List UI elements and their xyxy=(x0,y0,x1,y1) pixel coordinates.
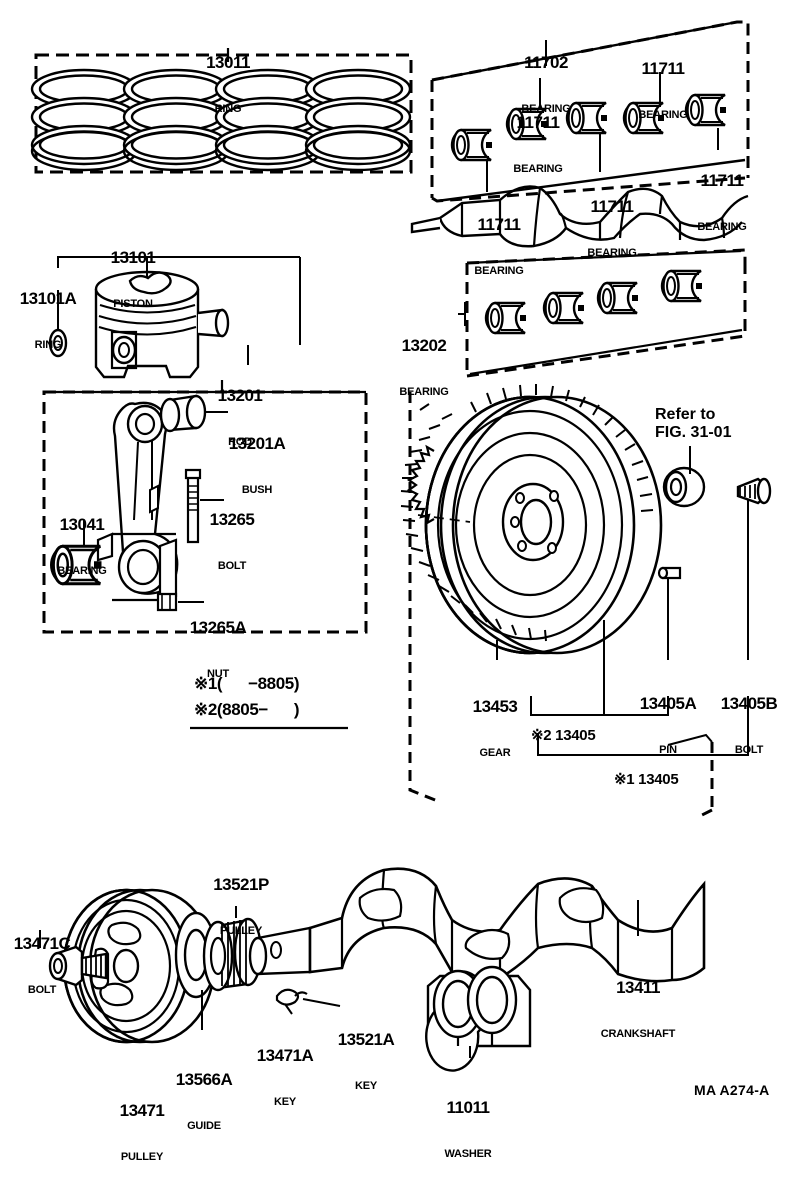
part-name: BOLT xyxy=(27,984,57,996)
part-number: 13453 xyxy=(472,697,518,716)
label-rod-bearing: 13041 BEARING xyxy=(57,484,107,593)
part-name: BEARING xyxy=(587,247,637,259)
label-ring-set: 13011 RING xyxy=(206,22,250,131)
part-number: 13101A xyxy=(19,289,77,308)
diagram-code: MA A274-A xyxy=(694,1082,770,1098)
part-number: 11711 xyxy=(477,215,521,234)
flywheel-group xyxy=(400,384,772,818)
label-key-13521a: 13521A KEY xyxy=(338,999,395,1108)
part-name: GEAR xyxy=(479,747,511,759)
label-rod-bolt: 13265 BOLT xyxy=(210,479,255,588)
refer-note: Refer to FIG. 31-01 xyxy=(655,406,732,442)
part-name: RING xyxy=(214,103,242,115)
part-number: 11711 xyxy=(590,197,634,216)
part-number: 11711 xyxy=(516,113,560,132)
part-name: WASHER xyxy=(444,1148,492,1160)
label-flywheel-pin: 13405A PIN xyxy=(640,663,697,772)
label-crank-pulley: 13471 PULLEY xyxy=(120,1070,165,1179)
part-number: 13265A xyxy=(189,618,247,637)
part-name: PIN xyxy=(659,744,677,756)
part-number: 13471 xyxy=(119,1101,165,1120)
label-bearing-11711-e: 11711 BEARING xyxy=(474,184,524,293)
part-number: 13521A xyxy=(337,1030,395,1049)
part-number: 13471A xyxy=(256,1046,314,1065)
part-name: BOLT xyxy=(734,744,764,756)
part-name: BEARING xyxy=(474,265,524,277)
group-star2-13405: ※2 13405 xyxy=(531,727,596,744)
part-name: BEARING xyxy=(697,221,747,233)
part-number: 13405B xyxy=(720,694,778,713)
label-pulley-bolt: 13471C BOLT xyxy=(14,903,71,1012)
label-rod-nut: 13265A NUT xyxy=(190,587,247,696)
part-number: 13101 xyxy=(110,248,156,267)
part-name: BEARING xyxy=(521,103,571,115)
part-number: 11011 xyxy=(446,1098,490,1117)
part-number: 13265 xyxy=(209,510,255,529)
part-name: PISTON xyxy=(113,298,153,310)
part-name: PULLEY xyxy=(219,925,263,937)
part-name: KEY xyxy=(354,1080,378,1092)
part-number: 11711 xyxy=(700,171,744,190)
main-bearing-set-group xyxy=(410,20,750,248)
label-bearing-11711-a: 11711 BEARING xyxy=(513,82,563,191)
label-pulley-guide: 13566A GUIDE xyxy=(176,1039,233,1148)
part-name: NUT xyxy=(206,668,229,680)
label-bearing-11711-c: 11711 BEARING xyxy=(697,140,747,249)
label-rod-bush: 13201A BUSH xyxy=(229,403,286,512)
part-number: 13011 xyxy=(206,53,250,72)
part-name: PULLEY xyxy=(120,1151,164,1163)
label-bearing-13202: 13202 BEARING xyxy=(399,305,449,414)
part-name: BEARING xyxy=(513,163,563,175)
label-key-13471a: 13471A KEY xyxy=(257,1015,314,1124)
part-name: RING xyxy=(34,339,62,351)
part-name: BEARING xyxy=(57,565,107,577)
part-number: 13201 xyxy=(217,386,263,405)
label-flywheel-bolt: 13405B BOLT xyxy=(721,663,778,772)
part-name: KEY xyxy=(273,1096,297,1108)
note-2: ※2(8805− ) xyxy=(194,700,300,719)
label-thrust-washer: 11011 WASHER xyxy=(444,1067,491,1176)
rod-assembly-group xyxy=(42,380,368,634)
part-name: CRANKSHAFT xyxy=(600,1028,676,1040)
piston-group xyxy=(48,256,301,379)
diagram-artwork xyxy=(30,20,772,1072)
part-name: ROD xyxy=(228,436,252,448)
part-name: BEARING xyxy=(638,109,688,121)
label-piston: 13101 PISTON xyxy=(111,217,156,326)
part-number: 13566A xyxy=(175,1070,233,1089)
part-number: 13405A xyxy=(639,694,697,713)
note-1: ※1( −8805) xyxy=(194,674,300,693)
label-flywheel-gear: 13453 GEAR xyxy=(473,666,518,775)
label-timing-pulley: 13521P PULLEY xyxy=(213,844,269,953)
part-number: 13202 xyxy=(401,336,447,355)
crankshaft-assembly-group xyxy=(39,867,706,1072)
part-number: 13041 xyxy=(59,515,105,534)
part-number: 11702 xyxy=(524,53,568,72)
ring-set-group xyxy=(30,48,413,174)
label-piston-ring: 13101A RING xyxy=(20,258,77,367)
label-crankshaft: 13411 CRANKSHAFT xyxy=(600,947,676,1056)
label-rod: 13201 ROD xyxy=(218,355,263,464)
part-name: BEARING xyxy=(399,386,449,398)
part-name: BUSH xyxy=(241,484,273,496)
label-bearing-11711-b: 11711 BEARING xyxy=(638,28,688,137)
part-number: 13201A xyxy=(228,434,286,453)
part-number: 13471C xyxy=(13,934,71,953)
part-name: BOLT xyxy=(217,560,247,572)
part-number: 13411 xyxy=(616,978,660,997)
part-number: 11711 xyxy=(641,59,685,78)
part-number: 13521P xyxy=(213,875,269,894)
group-star1-13405: ※1 13405 xyxy=(614,771,679,788)
label-bearing-11711-d: 11711 BEARING xyxy=(587,166,637,275)
label-bearing-11702: 11702 BEARING xyxy=(521,22,571,131)
part-name: GUIDE xyxy=(187,1120,221,1132)
crank-bearing-set-group xyxy=(458,248,747,378)
parts-diagram-sheet: 13011 RING 11702 BEARING 11711 BEARING 1… xyxy=(14,20,778,1163)
